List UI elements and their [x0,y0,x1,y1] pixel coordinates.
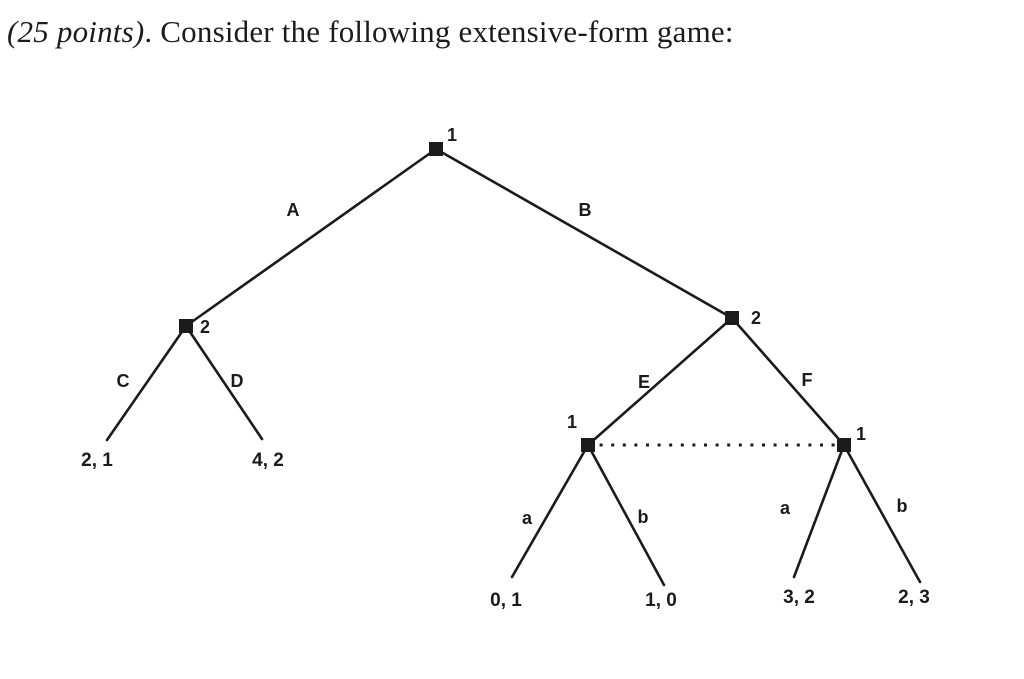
player-label-root: 1 [447,125,457,145]
edge-label-F-5: F [802,370,813,390]
edge-C-2 [105,324,188,442]
payoff-1: 4, 2 [252,450,284,471]
payoff-5: 2, 3 [898,587,930,608]
edge-label-b-9: b [897,496,908,516]
problem-statement: (25 points). Consider the following exte… [7,14,734,50]
player-label-infoset-right-1: 1 [856,424,866,444]
payoff-0: 2, 1 [81,450,113,471]
player-label-infoset-left-1: 1 [567,412,577,432]
edge-label-b-7: b [638,507,649,527]
edge-label-D-3: D [231,371,244,391]
edge-F-5 [730,316,846,447]
payoff-4: 3, 2 [783,587,815,608]
points-separator: . [144,14,153,49]
decision-node-infoset-right-1 [837,438,851,452]
edge-label-C-2: C [117,371,130,391]
heading-text: Consider the following extensive-form ga… [160,14,734,49]
edge-a-6 [510,443,590,579]
edge-D-3 [184,324,264,441]
decision-node-right-2 [725,311,739,325]
edge-label-A-0: A [287,200,300,220]
decision-node-root [429,142,443,156]
player-label-right-2: 2 [751,308,761,328]
edge-label-a-6: a [522,508,533,528]
decision-node-infoset-left-1 [581,438,595,452]
edge-E-4 [586,316,734,447]
points-value: (25 points) [7,14,145,49]
player-label-left-2: 2 [200,317,210,337]
edge-b-9 [842,443,922,584]
edge-label-B-1: B [579,200,592,220]
edge-a-8 [792,443,846,579]
edge-B-1 [434,147,734,320]
payoff-2: 0, 1 [490,590,522,611]
edge-b-7 [586,443,666,587]
edge-label-E-4: E [638,372,650,392]
payoff-3: 1, 0 [645,590,677,611]
edge-label-a-8: a [780,498,791,518]
edge-A-0 [184,147,438,328]
decision-node-left-2 [179,319,193,333]
